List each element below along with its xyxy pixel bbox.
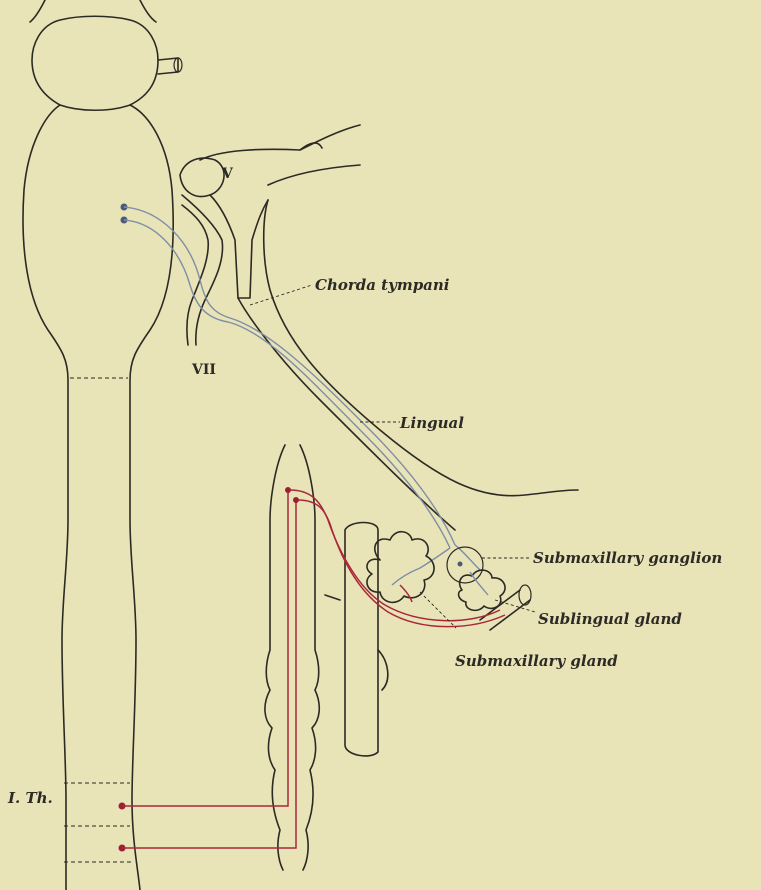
label-chorda-tympani: Chorda tympani	[315, 276, 450, 294]
segment-markers	[64, 378, 132, 862]
label-sublingual-gland: Sublingual gland	[538, 610, 682, 628]
annotation-labels: Chorda tympani Lingual Submaxillary gang…	[7, 276, 722, 807]
label-lingual: Lingual	[399, 414, 464, 432]
label-submaxillary-ganglion: Submaxillary ganglion	[533, 549, 722, 567]
trigeminal-nerve: V	[180, 125, 578, 530]
submaxillary-ganglion	[447, 547, 483, 583]
brainstem-spinal-cord	[23, 0, 182, 890]
sublingual-gland	[459, 570, 506, 610]
label-first-thoracic: I. Th.	[7, 789, 53, 807]
label-cranial-v: V	[221, 166, 234, 182]
label-submaxillary-gland: Submaxillary gland	[455, 652, 618, 670]
chorda-tympani-fibers	[121, 204, 481, 571]
submaxillary-gland	[367, 532, 434, 603]
label-cranial-vii: VII	[191, 362, 216, 378]
